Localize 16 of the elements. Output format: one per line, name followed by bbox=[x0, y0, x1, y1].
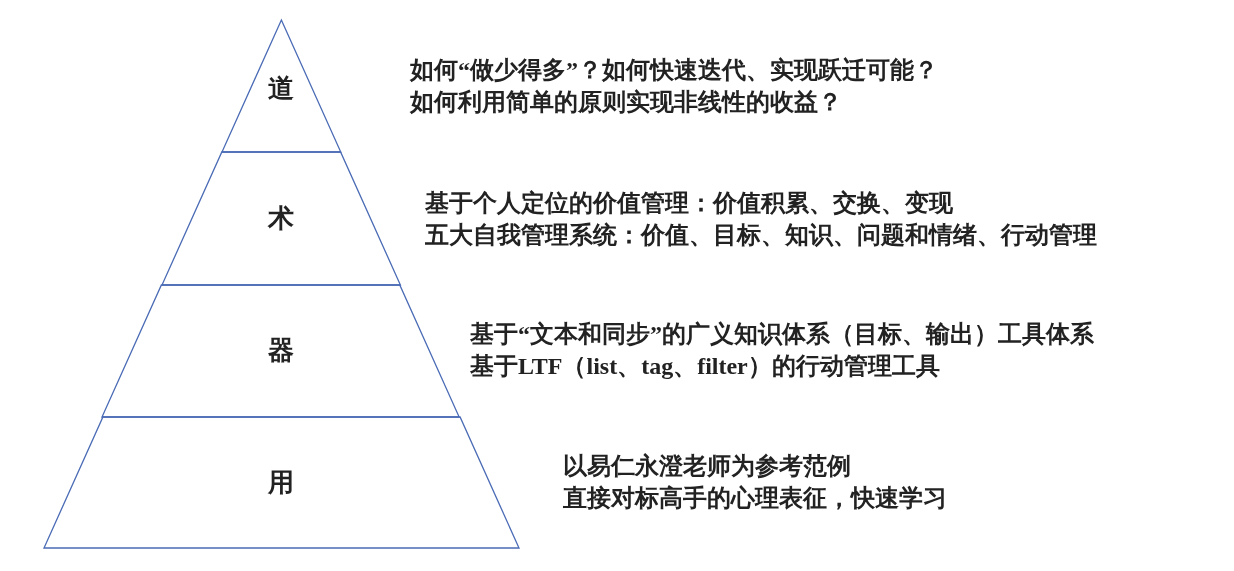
description-text: 如何“做少得多”？如何快速迭代、实现跃迁可能？ bbox=[410, 56, 938, 85]
description-text: 五大自我管理系统：价值、目标、知识、问题和情绪、行动管理 bbox=[425, 221, 1097, 250]
layer-label: 器 bbox=[268, 338, 294, 364]
pyramid-layer bbox=[221, 20, 341, 152]
pyramid-layer bbox=[161, 152, 401, 285]
layer-label: 术 bbox=[268, 205, 294, 232]
description-text: 基于“文本和同步”的广义知识体系（目标、输出）工具体系 bbox=[470, 320, 1094, 349]
pyramid-layer bbox=[43, 417, 519, 548]
pyramid-layer bbox=[102, 285, 460, 417]
description-text: 直接对标高手的心理表征，快速学习 bbox=[563, 484, 947, 513]
layer-label: 用 bbox=[268, 469, 294, 496]
description-text: 如何利用简单的原则实现非线性的收益？ bbox=[410, 88, 842, 117]
description-text: 基于LTF（list、tag、filter）的行动管理工具 bbox=[470, 352, 940, 381]
description-text: 基于个人定位的价值管理：价值积累、交换、变现 bbox=[425, 189, 953, 218]
layer-label: 道 bbox=[268, 75, 294, 102]
description-text: 以易仁永澄老师为参考范例 bbox=[563, 452, 851, 481]
